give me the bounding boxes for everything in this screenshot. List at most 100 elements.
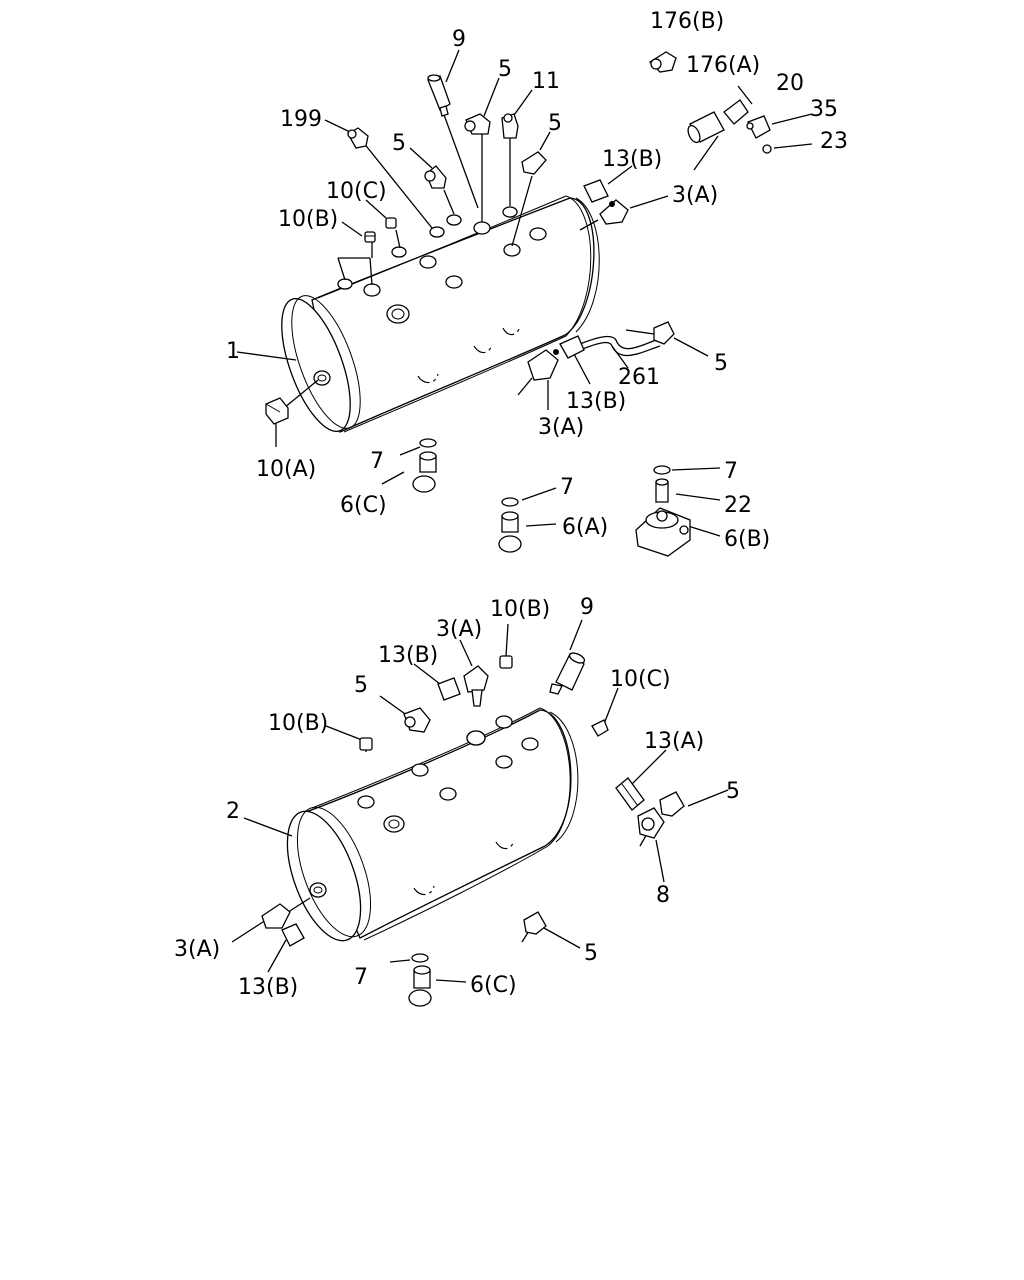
bushing-bottom (466, 730, 486, 746)
plug-10c-top (385, 217, 397, 229)
bottom-labels: 9 10(B) 3(A) 13(B) 5 10(B) 10(C) 13(A) 5… (174, 595, 740, 1000)
tank-1-ports (337, 206, 547, 324)
pipe-261 (579, 335, 661, 357)
washer-7-c (653, 465, 671, 475)
callout-b2: 2 (226, 799, 240, 824)
elbow-199 (347, 127, 369, 149)
callout-6a: 6(A) (562, 515, 608, 540)
callout-6b: 6(B) (724, 527, 770, 552)
callout-b10b-2: 10(B) (268, 711, 328, 736)
callout-176a: 176(A) (686, 53, 760, 78)
auto-drain-6b (635, 507, 691, 557)
callout-b3a-2: 3(A) (174, 937, 220, 962)
callout-b13b-2: 13(B) (238, 975, 298, 1000)
callout-7-a: 7 (370, 449, 384, 474)
callout-5-d: 5 (714, 351, 728, 376)
callout-b7: 7 (354, 965, 368, 990)
drain-6c-top (412, 451, 437, 493)
elbow-5-c (521, 151, 547, 175)
elbow-5-bottom-c (523, 911, 547, 935)
callout-5-c: 5 (392, 131, 406, 156)
cap-23 (762, 144, 772, 154)
bottom-leaders (231, 619, 729, 983)
top-fittings (265, 51, 772, 557)
callout-5-a: 5 (498, 57, 512, 82)
callout-5-b: 5 (548, 111, 562, 136)
callout-7-b: 7 (560, 475, 574, 500)
callout-22: 22 (724, 493, 752, 518)
callout-23: 23 (820, 129, 848, 154)
sensor-9-bottom (549, 652, 586, 695)
callout-10c-top: 10(C) (326, 179, 387, 204)
callout-13b-top: 13(B) (602, 147, 662, 172)
valve-35 (746, 115, 771, 139)
fitting-11 (501, 113, 519, 139)
callout-3a-top: 3(A) (672, 183, 718, 208)
check-valve-3a-bottom-2 (261, 903, 291, 929)
callout-b5-a: 5 (354, 673, 368, 698)
air-tank-2 (286, 707, 579, 942)
washer-7-b (501, 497, 519, 507)
check-valve-3a-top (599, 199, 629, 225)
top-leaders (236, 49, 813, 537)
coupler-13b-bottom-2 (281, 923, 305, 947)
washer-7-a (419, 438, 437, 448)
coupler-13b-top (583, 179, 609, 203)
bottom-fittings (261, 652, 685, 1007)
callout-35: 35 (810, 97, 838, 122)
callout-176b: 176(B) (650, 9, 724, 34)
callout-b13a: 13(A) (644, 729, 704, 754)
check-valve-3a-mid (527, 349, 559, 381)
elbow-5-bottom-b (659, 791, 685, 817)
callout-7-c: 7 (724, 459, 738, 484)
coupler-13b-mid (559, 335, 585, 359)
elbow-176b (648, 51, 677, 73)
plug-10b-top (364, 231, 376, 243)
fitting-20 (723, 99, 749, 125)
top-labels: 176(B) 176(A) 20 35 23 9 5 11 5 199 5 13… (226, 9, 848, 552)
washer-7-bottom (411, 953, 429, 963)
tank-2-ports (357, 715, 539, 833)
callout-3a-mid: 3(A) (538, 415, 584, 440)
fitting-176a (687, 111, 725, 144)
callout-b5-b: 5 (726, 779, 740, 804)
top-assembly: 176(B) 176(A) 20 35 23 9 5 11 5 199 5 13… (226, 9, 848, 557)
callout-b10b-1: 10(B) (490, 597, 550, 622)
valve-8 (637, 807, 665, 839)
callout-6c-top: 6(C) (340, 493, 387, 518)
elbow-5-bottom-a (403, 707, 431, 733)
callout-b5-c: 5 (584, 941, 598, 966)
air-tank-1 (281, 195, 600, 433)
callout-b6c: 6(C) (470, 973, 517, 998)
callout-b13b-1: 13(B) (378, 643, 438, 668)
plug-10a (265, 397, 289, 425)
drain-6a (498, 511, 522, 553)
callout-11: 11 (532, 69, 560, 94)
fitting-22 (655, 478, 669, 503)
plug-10b-bottom-1 (499, 655, 513, 669)
callout-1: 1 (226, 339, 240, 364)
callout-10a: 10(A) (256, 457, 316, 482)
valve-13a (615, 777, 645, 811)
callout-199: 199 (280, 107, 322, 132)
drain-6c-bottom (408, 965, 432, 1007)
plug-10c-bottom (591, 719, 609, 737)
sensor-9 (427, 74, 451, 117)
callout-261: 261 (618, 365, 660, 390)
elbow-5-b (464, 113, 491, 135)
callout-b10c: 10(C) (610, 667, 671, 692)
coupler-13b-bottom (437, 677, 461, 701)
callout-b3a-1: 3(A) (436, 617, 482, 642)
elbow-5-d (653, 321, 675, 345)
callout-13b-mid: 13(B) (566, 389, 626, 414)
bottom-assembly: 9 10(B) 3(A) 13(B) 5 10(B) 10(C) 13(A) 5… (174, 595, 740, 1007)
callout-10b-top: 10(B) (278, 207, 338, 232)
callout-20: 20 (776, 71, 804, 96)
elbow-5-a (424, 165, 447, 189)
callout-b9: 9 (580, 595, 594, 620)
check-valve-3a-bottom (463, 665, 489, 707)
callout-b8: 8 (656, 883, 670, 908)
callout-9: 9 (452, 27, 466, 52)
plug-10b-bottom-2 (359, 737, 373, 751)
